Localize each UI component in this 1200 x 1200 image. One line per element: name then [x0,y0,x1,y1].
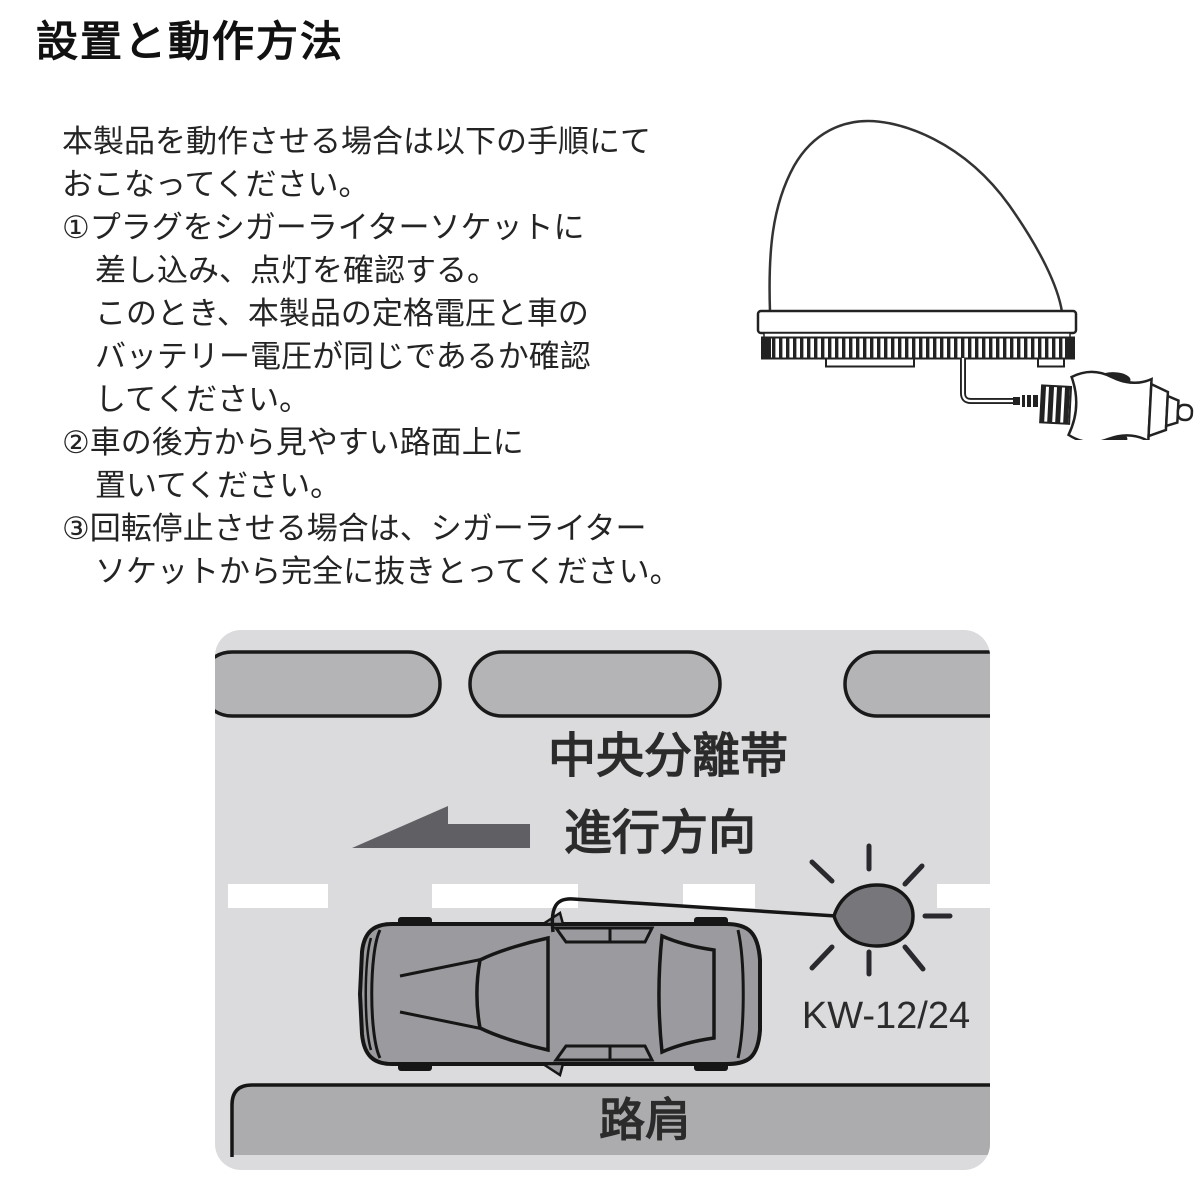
instruction-line: ②車の後方から見やすい路面上に [62,425,524,460]
beacon-symbol [809,843,953,977]
road-placement-diagram: 中央分離帯 進行方向 KW-12/24 路肩 [215,630,990,1170]
instruction-line: 置いてください。 [95,468,342,503]
beacon-dome [756,119,1078,368]
beacon-model-label: KW-12/24 [802,995,970,1037]
direction-label: 進行方向 [564,807,756,860]
instruction-line: ①プラグをシガーライターソケットに [62,210,585,245]
beacon-cable [550,897,837,933]
cigarette-lighter-plug [1039,370,1194,440]
car-top-view [357,911,762,1077]
instruction-line: 差し込み、点灯を確認する。 [95,253,498,288]
instruction-line: ③回転停止させる場合は、シガーライター [62,511,647,546]
shoulder-strip [230,1083,990,1157]
instruction-line: このとき、本製品の定格電圧と車の [95,296,589,331]
direction-arrow [352,806,530,848]
power-cord [960,358,1038,407]
median-strip-blocks [215,650,990,718]
instruction-line: おこなってください。 [62,167,370,202]
instruction-line: してください。 [95,382,311,417]
instruction-list: 本製品を動作させる場合は以下の手順にて おこなってください。 ①プラグをシガーラ… [62,120,722,593]
instruction-line: 本製品を動作させる場合は以下の手順にて [62,124,651,159]
shoulder-label: 路肩 [599,1094,691,1146]
beacon-product-figure [756,119,1194,440]
instruction-line: ソケットから完全に抜きとってください。 [95,554,681,589]
page-title: 設置と動作方法 [36,18,345,65]
beacon-rays [809,843,953,977]
lane-dashes [228,884,990,908]
instruction-line: バッテリー電圧が同じであるか確認 [95,339,591,374]
median-strip-label: 中央分離帯 [548,730,788,783]
